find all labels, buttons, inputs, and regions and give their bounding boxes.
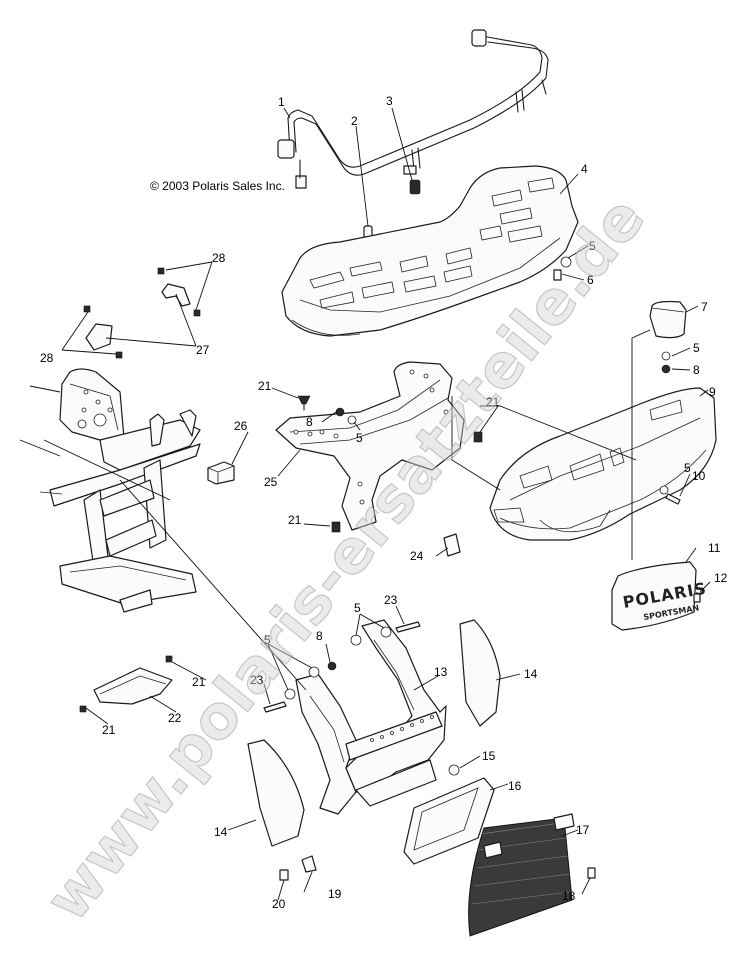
callout-26: 26	[234, 419, 248, 433]
callout-8: 8	[693, 363, 700, 377]
callout-21e: 21	[102, 723, 116, 737]
callout-5d: 5	[684, 461, 691, 475]
grille-frame-16	[403, 777, 495, 865]
callout-21c: 21	[288, 513, 302, 527]
callout-27: 27	[196, 343, 210, 357]
callout-5f: 5	[354, 601, 361, 615]
callout-18: 18	[562, 889, 576, 903]
callout-5: 5	[589, 239, 596, 253]
callout-9: 9	[709, 385, 716, 399]
fastener-3	[409, 179, 421, 195]
nut-15	[448, 764, 460, 776]
front-bumper-9	[489, 387, 717, 541]
headlight-7	[649, 300, 687, 339]
callout-25: 25	[264, 475, 278, 489]
callout-8c: 8	[316, 629, 323, 643]
callout-21a: 21	[258, 379, 272, 393]
callout-5c: 5	[356, 431, 363, 445]
callout-6: 6	[587, 273, 594, 287]
bracket-27-upper	[157, 267, 201, 317]
screw-18	[587, 867, 596, 879]
decal-24	[443, 533, 461, 557]
bolt-21a	[297, 395, 311, 411]
callout-19: 19	[328, 887, 342, 901]
nut-8a	[661, 364, 671, 374]
nut-8b	[335, 407, 345, 417]
callout-12: 12	[714, 571, 728, 585]
bolt-23b	[395, 621, 421, 633]
callout-11: 11	[708, 541, 721, 555]
callout-17: 17	[576, 823, 590, 837]
bracket-27-lower	[83, 305, 123, 359]
callout-23b: 23	[384, 593, 398, 607]
side-panel-14-left	[247, 739, 305, 847]
callout-2: 2	[351, 114, 358, 128]
bolt-21b	[473, 431, 483, 443]
clip-19	[301, 855, 317, 873]
callout-24: 24	[410, 549, 424, 563]
callout-1: 1	[278, 95, 285, 109]
callout-labels: 1 2 3 4 5 6 7 5 8 9 21 8 5 21 26 25 5 10…	[40, 94, 728, 911]
front-rack-tube	[277, 29, 549, 189]
callout-8b: 8	[306, 415, 313, 429]
bolt-6	[553, 269, 562, 281]
callout-3: 3	[386, 94, 393, 108]
callout-21d: 21	[192, 675, 206, 689]
bolt-23a	[263, 701, 287, 713]
grille-mesh-17	[468, 813, 575, 937]
callout-7: 7	[701, 300, 708, 314]
callout-13: 13	[434, 665, 448, 679]
side-panel-14-right	[459, 619, 501, 727]
washer-5b	[661, 351, 671, 361]
screw-20	[279, 869, 289, 881]
callout-4: 4	[581, 162, 588, 176]
callout-14b: 14	[214, 825, 228, 839]
bracket-plate-25	[275, 361, 465, 531]
vehicle-frame	[19, 368, 201, 613]
bolt-21c	[331, 521, 341, 533]
callout-14a: 14	[524, 667, 538, 681]
callout-5e: 5	[264, 633, 271, 647]
washer-5a	[560, 256, 572, 268]
callout-22: 22	[168, 711, 182, 725]
callout-28a: 28	[212, 251, 226, 265]
front-fender-4	[281, 165, 579, 337]
callout-16: 16	[508, 779, 522, 793]
callout-28b: 28	[40, 351, 54, 365]
callout-10: 10	[692, 469, 706, 483]
callout-5b: 5	[693, 341, 700, 355]
skid-bracket-22	[79, 655, 173, 713]
callout-21b: 21	[486, 395, 500, 409]
copyright-notice: © 2003 Polaris Sales Inc.	[150, 179, 285, 193]
bumper-block-26	[207, 461, 235, 485]
leader-lines	[43, 107, 711, 901]
callout-23a: 23	[250, 673, 264, 687]
callout-20: 20	[272, 897, 286, 911]
front-frame-13	[295, 619, 447, 815]
screw-12	[693, 593, 701, 603]
bolt-10	[659, 485, 681, 505]
washers-5-8-group	[284, 626, 392, 700]
callout-15: 15	[482, 749, 496, 763]
